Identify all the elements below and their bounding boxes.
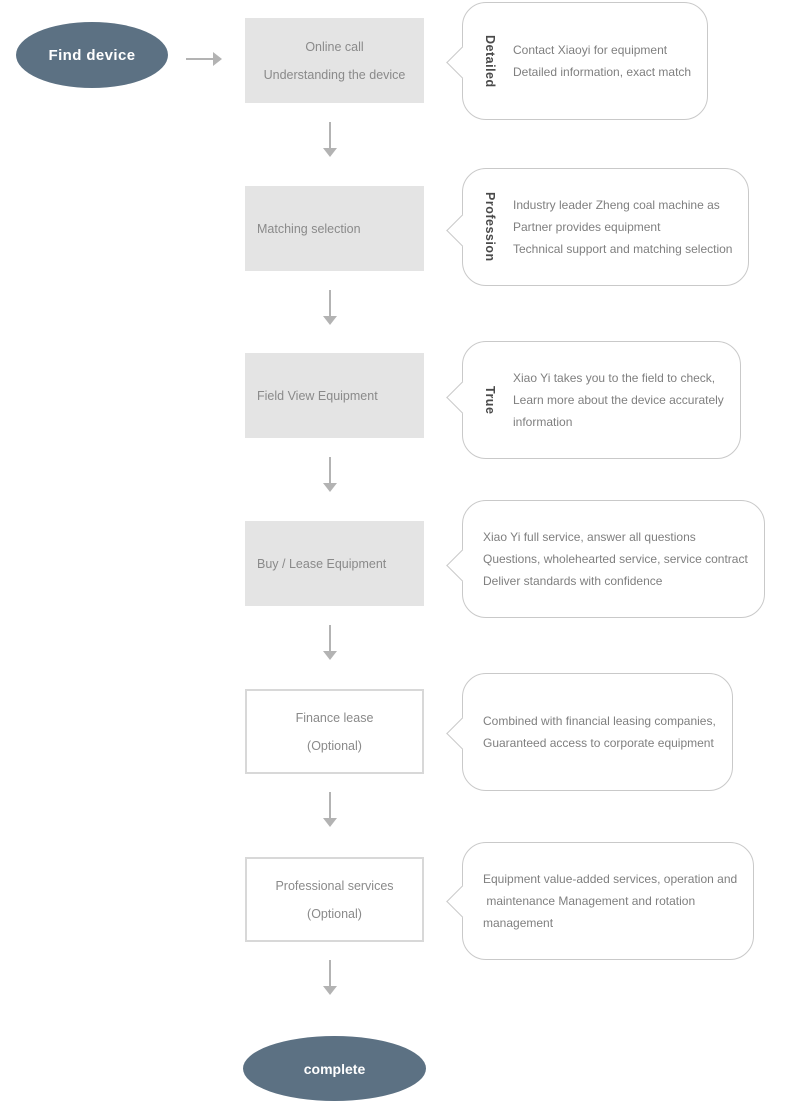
bubble-tail xyxy=(446,381,479,414)
bubble-line: Guaranteed access to corporate equipment xyxy=(483,736,714,750)
arrow-head xyxy=(323,986,337,1002)
box-line: Online call xyxy=(305,39,364,54)
bubble-line: Learn more about the device accurately xyxy=(513,393,724,407)
box-line: Understanding the device xyxy=(263,67,406,82)
arrow-stem xyxy=(329,457,331,483)
arrow-head xyxy=(323,316,337,332)
step-box-buy-lease-equipment: Buy / Lease Equipment xyxy=(245,521,424,606)
arrow-down-icon xyxy=(323,625,337,660)
end-node-label: complete xyxy=(303,1060,366,1077)
bubble-full-service: Xiao Yi full service, answer all questio… xyxy=(446,500,765,618)
bubble-line: Xiao Yi takes you to the field to check, xyxy=(513,371,716,385)
arrow-stem xyxy=(329,625,331,651)
bubble-tail xyxy=(446,46,479,79)
bubble-tag: Detailed xyxy=(483,34,497,88)
bubble-tail xyxy=(446,717,479,750)
bubble-line: Detailed information, exact match xyxy=(513,65,692,79)
box-line: (Optional) xyxy=(307,906,362,921)
bubble-text: Contact Xiaoyi for equipment Detailed in… xyxy=(513,39,691,83)
arrow-down-icon xyxy=(323,960,337,995)
bubble-true: True Xiao Yi takes you to the field to c… xyxy=(446,341,741,459)
arrow-stem xyxy=(329,960,331,986)
arrow-stem xyxy=(329,792,331,818)
arrow-stem xyxy=(329,122,331,148)
arrow-head xyxy=(323,148,337,164)
bubble-line: Industry leader Zheng coal machine as xyxy=(513,198,720,212)
bubble-detailed: Detailed Contact Xiaoyi for equipment De… xyxy=(446,2,709,120)
bubble-profession: Profession Industry leader Zheng coal ma… xyxy=(446,168,750,286)
step-box-finance-lease: Finance lease (Optional) xyxy=(245,689,424,774)
bubble-professional-services: Equipment value-added services, operatio… xyxy=(446,842,755,960)
bubble-line: Partner provides equipment xyxy=(513,220,661,234)
bubble-text: Equipment value-added services, operatio… xyxy=(483,868,737,934)
box-line: Finance lease xyxy=(295,710,374,725)
bubble-line: Contact Xiaoyi for equipment xyxy=(513,43,668,57)
bubble-tag: True xyxy=(483,385,497,415)
box-line: Professional services xyxy=(275,878,394,893)
start-node: Find device xyxy=(16,22,168,88)
bubble-text: Combined with financial leasing companie… xyxy=(483,710,716,754)
start-node-label: Find device xyxy=(48,46,136,64)
end-node: complete xyxy=(243,1036,426,1101)
box-line: Buy / Lease Equipment xyxy=(257,556,387,571)
bubble-line: Deliver standards with confidence xyxy=(483,574,663,588)
arrow-right-icon xyxy=(186,52,222,66)
bubble-tail xyxy=(446,885,479,918)
box-line: Field View Equipment xyxy=(257,388,378,403)
arrow-head xyxy=(323,651,337,667)
bubble-text: Industry leader Zheng coal machine as Pa… xyxy=(513,194,732,260)
bubble-line: Combined with financial leasing companie… xyxy=(483,714,716,728)
arrow-stem xyxy=(186,58,213,60)
box-line: Matching selection xyxy=(257,221,361,236)
step-box-field-view-equipment: Field View Equipment xyxy=(245,353,424,438)
arrow-head xyxy=(323,483,337,499)
bubble-tail xyxy=(446,549,479,582)
bubble-text: Xiao Yi full service, answer all questio… xyxy=(483,526,748,592)
arrow-down-icon xyxy=(323,290,337,325)
box-line: (Optional) xyxy=(307,738,362,753)
arrow-down-icon xyxy=(323,792,337,827)
bubble-text: Xiao Yi takes you to the field to check,… xyxy=(513,367,724,433)
arrow-down-icon xyxy=(323,122,337,157)
arrow-stem xyxy=(329,290,331,316)
step-box-online-call: Online call Understanding the device xyxy=(245,18,424,103)
bubble-line: management xyxy=(483,916,554,930)
bubble-tag: Profession xyxy=(483,192,497,262)
arrow-head xyxy=(213,52,229,66)
arrow-head xyxy=(323,818,337,834)
bubble-line: Equipment value-added services, operatio… xyxy=(483,872,738,886)
bubble-line: information xyxy=(513,415,573,429)
bubble-line: Technical support and matching selection xyxy=(513,242,733,256)
bubble-line: Xiao Yi full service, answer all questio… xyxy=(483,530,696,544)
bubble-line: Questions, wholehearted service, service… xyxy=(483,552,748,566)
step-box-matching-selection: Matching selection xyxy=(245,186,424,271)
step-box-professional-services: Professional services (Optional) xyxy=(245,857,424,942)
bubble-tail xyxy=(446,214,479,247)
arrow-down-icon xyxy=(323,457,337,492)
bubble-line: maintenance Management and rotation xyxy=(483,894,696,908)
bubble-finance-lease: Combined with financial leasing companie… xyxy=(446,673,733,791)
